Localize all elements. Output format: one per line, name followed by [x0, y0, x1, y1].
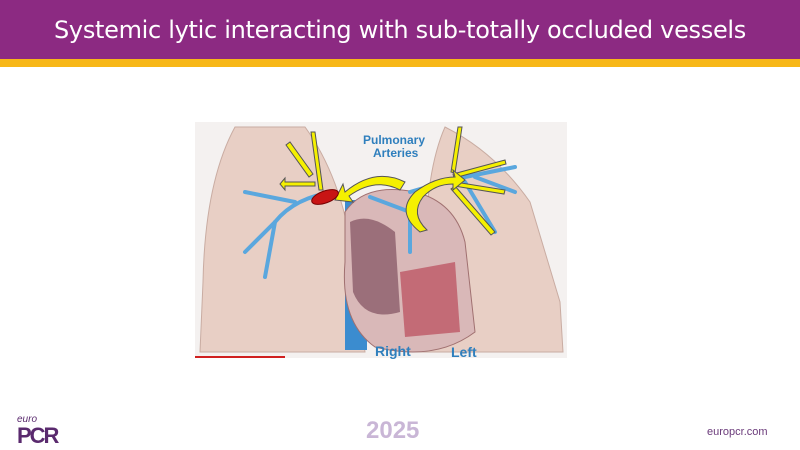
slide-header: Systemic lytic interacting with sub-tota… — [0, 0, 800, 59]
event-year: 2025 — [366, 417, 420, 444]
clot-marker — [311, 189, 339, 205]
anatomy-drawing — [195, 122, 567, 358]
label-right: Right — [375, 343, 411, 359]
heart-lungs-illustration: Pulmonary Arteries Right Left — [195, 122, 567, 360]
website-link: europcr.com — [707, 426, 768, 438]
header-accent-band — [0, 59, 800, 67]
label-pulmonary: Pulmonary — [363, 133, 426, 147]
europcr-logo: euro PCR — [17, 414, 59, 448]
label-arteries: Arteries — [373, 146, 419, 160]
logo-euro-text: euro — [17, 414, 38, 425]
logo-pcr-text: PCR — [17, 423, 59, 448]
slide-title: Systemic lytic interacting with sub-tota… — [53, 15, 746, 44]
label-left: Left — [451, 344, 477, 360]
